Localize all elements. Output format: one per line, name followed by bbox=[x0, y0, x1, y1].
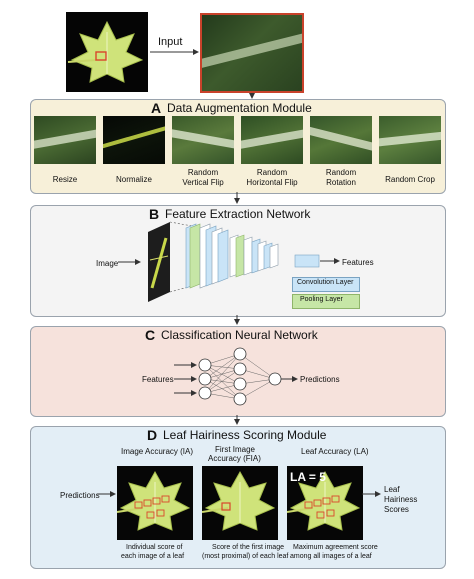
augmentation-thumbnail-6 bbox=[379, 116, 441, 164]
input-label: Input bbox=[158, 36, 183, 48]
la-caption-line2: among all images of a leaf bbox=[290, 553, 372, 560]
panel-a-letter: A bbox=[151, 100, 162, 116]
augmentation-thumbnail-2 bbox=[103, 116, 165, 164]
augmentation-label-1: Resize bbox=[52, 175, 78, 184]
panel-d-title: Leaf Hairiness Scoring Module bbox=[163, 428, 327, 442]
la-badge: LA = 5 bbox=[290, 470, 326, 484]
ia-title: Image Accuracy (IA) bbox=[121, 447, 194, 456]
augmentation-label-4-line2: Horizontal Flip bbox=[246, 178, 298, 187]
ia-leaf-image bbox=[117, 466, 193, 540]
augmentation-label-6: Random Crop bbox=[385, 175, 435, 184]
panel-c-features-label: Features bbox=[142, 375, 174, 384]
leaf-illustration bbox=[67, 20, 144, 83]
fia-leaf-image bbox=[202, 466, 278, 540]
ia-caption-line2: each image of a leaf bbox=[121, 553, 185, 560]
la-leaf-image bbox=[287, 466, 363, 540]
legend-convolution-label: Convolution Layer bbox=[297, 279, 354, 286]
panel-c-letter: C bbox=[145, 327, 156, 343]
legend-pooling-label: Pooling Layer bbox=[300, 296, 343, 303]
augmentation-label-5: Random bbox=[325, 168, 357, 177]
augmentation-thumbnail-4 bbox=[241, 116, 303, 164]
augmentation-label-5-line2: Rotation bbox=[326, 178, 356, 187]
panel-c-title: Classification Neural Network bbox=[161, 328, 318, 342]
panel-d-predictions-label: Predictions bbox=[60, 491, 100, 500]
fia-title-line2: Accuracy (FIA) bbox=[208, 454, 261, 463]
legend-convolution bbox=[292, 277, 360, 292]
ia-caption-line1: Individual score of bbox=[126, 544, 183, 551]
legend-pooling bbox=[292, 294, 360, 309]
panel-b-letter: B bbox=[149, 206, 160, 222]
augmentation-label-4: Random bbox=[256, 168, 288, 177]
input-leaf-image bbox=[66, 12, 148, 92]
panel-feature-extraction bbox=[30, 205, 446, 317]
augmentation-thumbnail-3 bbox=[172, 116, 234, 164]
la-caption-line1: Maximum agreement score bbox=[293, 544, 378, 551]
fia-caption-line1: Score of the first image bbox=[212, 544, 284, 551]
input-crop-image bbox=[200, 13, 304, 93]
augmentation-thumbnail-1 bbox=[34, 116, 96, 164]
panel-b-title: Feature Extraction Network bbox=[165, 207, 311, 221]
panel-c-predictions-label: Predictions bbox=[300, 375, 340, 384]
panel-d-output-line3: Scores bbox=[384, 505, 409, 514]
fia-caption-line2: (most proximal) of each leaf bbox=[202, 553, 289, 560]
panel-b-image-label: Image bbox=[96, 259, 119, 268]
fia-title-line1: First Image bbox=[215, 445, 256, 454]
panel-d-letter: D bbox=[147, 427, 158, 443]
augmentation-label-3-line2: Vertical Flip bbox=[182, 178, 224, 187]
panel-data-augmentation bbox=[30, 99, 446, 194]
panel-b-features-label: Features bbox=[342, 258, 374, 267]
augmentation-label-3: Random bbox=[187, 168, 219, 177]
augmentation-thumbnail-5 bbox=[310, 116, 372, 164]
la-title: Leaf Accuracy (LA) bbox=[301, 447, 369, 456]
panel-a-title: Data Augmentation Module bbox=[167, 101, 312, 115]
augmentation-label-2: Normalize bbox=[115, 175, 152, 184]
panel-d-output-line2: Hairiness bbox=[384, 495, 418, 504]
panel-d-output-line1: Leaf bbox=[384, 485, 400, 494]
